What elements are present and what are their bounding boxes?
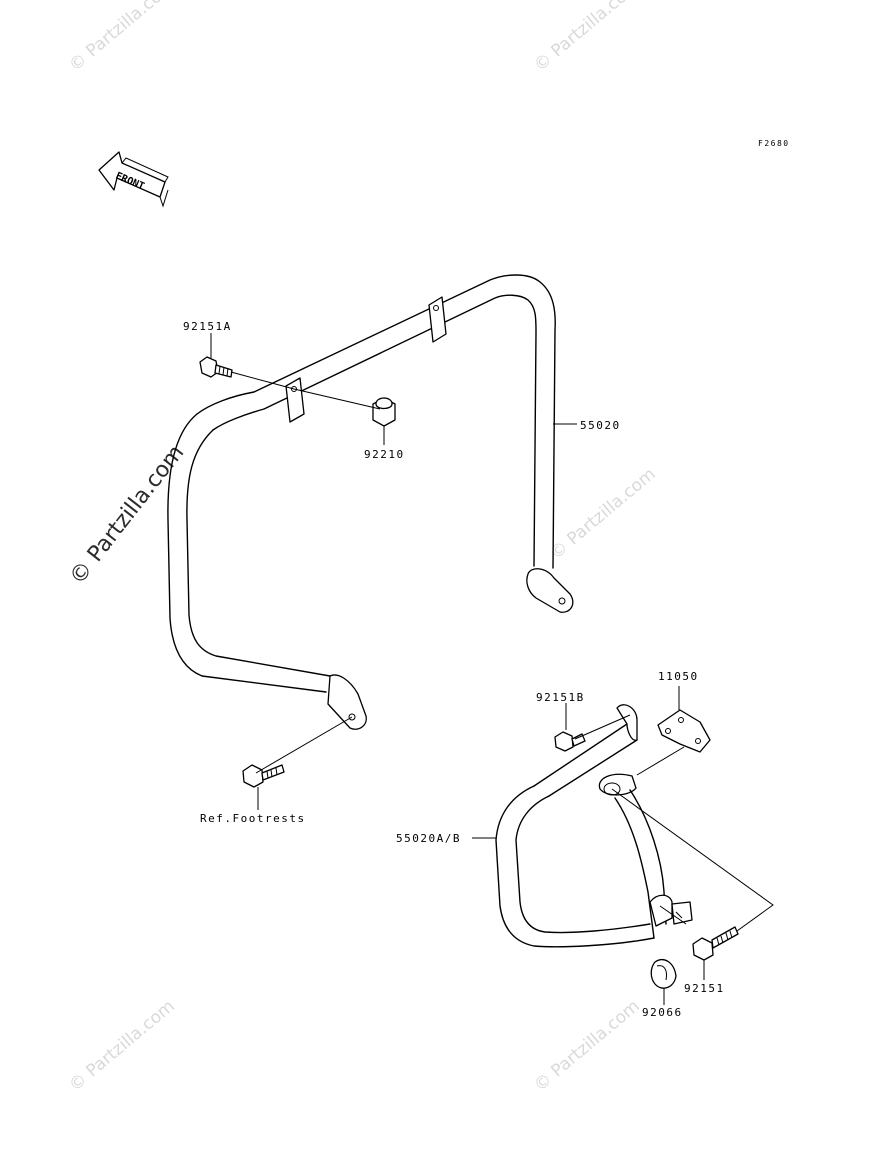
label-92151: 92151: [684, 982, 725, 995]
watermark-bottom-left: © Partzilla.com: [65, 996, 178, 1096]
bolt-ref-footrests: [242, 764, 285, 788]
leader-lines: [210, 333, 774, 1005]
watermark-top-left: © Partzilla.com: [65, 0, 178, 76]
label-55020: 55020: [580, 419, 621, 432]
label-55020AB: 55020A/B: [396, 832, 461, 845]
front-arrow-icon: FRONT: [98, 151, 169, 208]
bolt-92151B: [554, 731, 586, 752]
bracket-11050: [657, 709, 711, 753]
label-92066: 92066: [642, 1006, 683, 1019]
bolt-92151: [692, 926, 739, 961]
watermark-group: © Partzilla.com © Partzilla.com © Partzi…: [65, 0, 660, 1096]
label-92210: 92210: [364, 448, 405, 461]
guard-55020AB: [495, 704, 693, 948]
figure-code: F2680: [758, 139, 790, 148]
watermark-main: © Partzilla.com: [65, 441, 189, 590]
watermark-middle-right: © Partzilla.com: [546, 464, 659, 564]
label-ref-footrests: Ref.Footrests: [200, 812, 306, 825]
cap-92066: [650, 959, 677, 989]
guard-55020: [167, 274, 574, 730]
label-11050: 11050: [658, 670, 699, 683]
label-92151A: 92151A: [183, 320, 232, 333]
label-92151B: 92151B: [536, 691, 585, 704]
nut-92210: [372, 397, 396, 427]
part-labels: 92151A 92210 55020 Ref.Footrests 92151B …: [183, 320, 725, 1019]
watermark-top-center: © Partzilla.com: [530, 0, 643, 76]
bolt-92151A: [199, 356, 233, 378]
watermark-bottom-center: © Partzilla.com: [530, 996, 643, 1096]
